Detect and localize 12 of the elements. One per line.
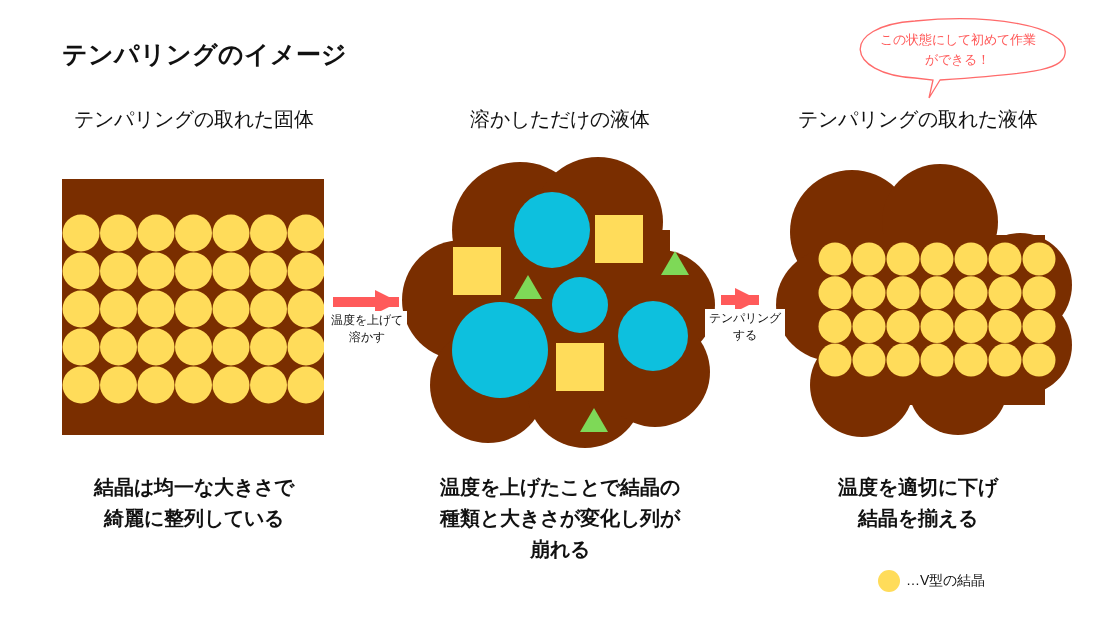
legend-text: …V型の結晶 xyxy=(906,572,986,590)
panel-heading: テンパリングの取れた液体 xyxy=(796,107,1039,132)
diagram-title: テンパリングのイメージ xyxy=(62,39,347,70)
panel-description: 結晶は均一な大きさで綺麗に整列している xyxy=(92,475,296,531)
edge-label: テンパリングする xyxy=(705,309,785,345)
panel-heading: 溶かしただけの液体 xyxy=(469,107,651,132)
panel-description: 温度を上げたことで結晶の種類と大きさが変化し列が崩れる xyxy=(438,475,682,562)
panel-description: 温度を適切に下げ結晶を揃える xyxy=(836,475,1000,531)
panel-heading: テンパリングの取れた固体 xyxy=(72,107,315,132)
arrow xyxy=(721,288,759,312)
bubble-text: この状態にして初めて作業ができる！ xyxy=(878,31,1037,69)
arrow xyxy=(333,290,399,314)
